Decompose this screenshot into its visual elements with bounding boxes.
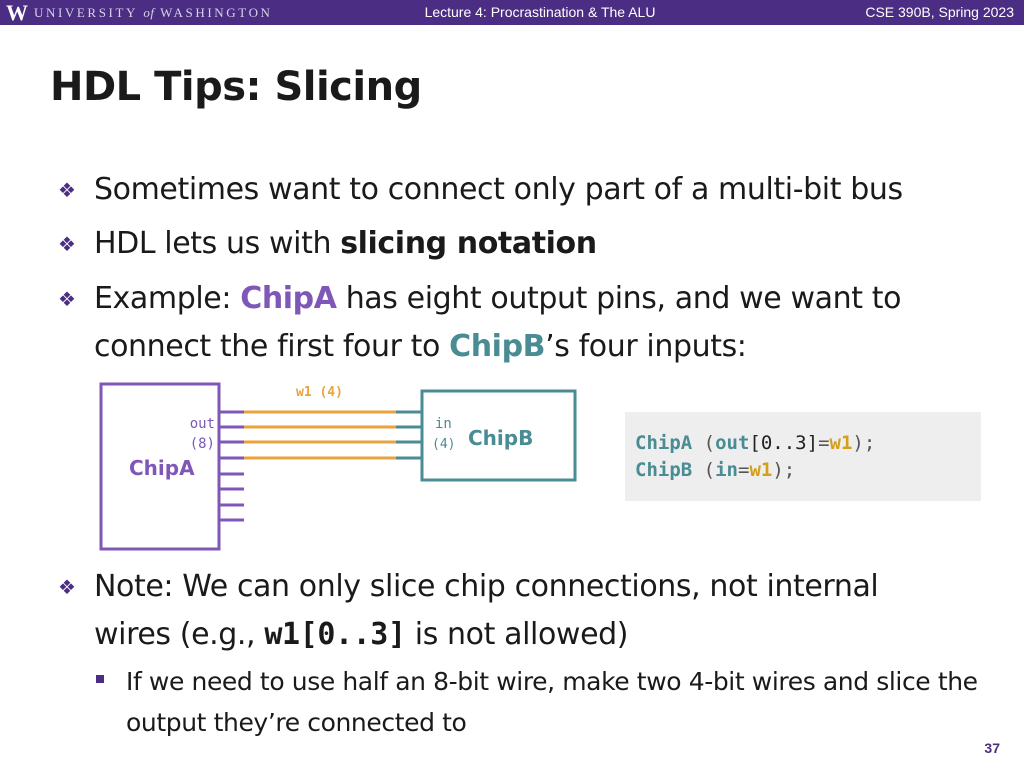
bullet-4: ❖ Note: We can only slice chip connectio… [58,563,958,659]
code-equals: = [737,459,750,481]
sub-bullet-text: If we need to use half an 8-bit wire, ma… [126,667,978,737]
code-in-pin: in [715,459,738,481]
chipb-pin-name: in [435,416,452,432]
wire-label: w1 (4) [296,385,343,400]
wordmark-of: of [143,5,155,20]
diamond-bullet-icon: ❖ [58,232,76,256]
lecture-title: Lecture 4: Procrastination & The ALU [424,4,656,20]
bullet-3-mid: has eight output pins, and we want to co… [94,281,902,364]
chipb-input-pins [396,410,422,460]
chipb-box [420,389,577,482]
bullet-2-pre: HDL lets us with [94,226,341,261]
code-slice: [0..3] [749,432,819,454]
chipa-pin-width: (8) [190,436,215,452]
chip-wiring-diagram: w1 (4) out (8) ChipA in (4) ChipB [99,382,577,551]
bullet-3-post: ’s four inputs: [545,329,747,364]
slicing-notation-term: slicing notation [340,226,597,261]
chipb-term: ChipB [449,329,546,364]
header-bar: W UNIVERSITY of WASHINGTON Lecture 4: Pr… [0,0,1024,25]
wordmark-washington: WASHINGTON [160,5,273,20]
bullet-3: ❖ Example: ChipA has eight output pins, … [58,275,938,371]
code-close: ); [852,432,876,454]
chipa-pin-name: out [190,416,215,432]
chipa-output-pins [219,410,244,522]
bullet-1-text: Sometimes want to connect only part of a… [94,172,903,207]
bullet-3-pre: Example: [94,281,241,316]
wire-w1 [244,410,396,460]
page-number: 37 [984,740,1000,756]
sub-bullet: If we need to use half an 8-bit wire, ma… [96,661,996,743]
diamond-bullet-icon: ❖ [58,178,76,202]
diamond-bullet-icon: ❖ [58,287,76,311]
square-bullet-icon [96,675,104,683]
bullet-4-text: Note: We can only slice chip connections… [94,563,958,659]
bullet-4-pre: Note: We can only slice chip connections… [94,569,879,652]
bullet-1: ❖ Sometimes want to connect only part of… [58,166,978,214]
bullet-4-post: is not allowed) [405,617,629,652]
code-wire: w1 [749,459,773,481]
chipa-term: ChipA [240,281,337,316]
chipb-label: ChipB [468,426,533,450]
code-open-paren: ( [692,432,716,454]
code-out-pin: out [715,432,750,454]
code-line-chipb: ChipB (in=w1); [635,459,795,481]
code-wire: w1 [829,432,853,454]
bullet-3-text: Example: ChipA has eight output pins, an… [94,275,938,371]
code-open-paren: ( [692,459,716,481]
bullet-4-code: w1[0..3] [264,617,406,652]
uw-wordmark: UNIVERSITY of WASHINGTON [34,0,273,25]
code-close: ); [772,459,796,481]
uw-logo-icon: W [6,0,28,25]
course-title: CSE 390B, Spring 2023 [865,4,1014,20]
code-chipa-name: ChipA [635,432,693,454]
code-line-chipa: ChipA (out[0..3]=w1); [635,432,875,454]
hdl-code-box: ChipA (out[0..3]=w1); ChipB (in=w1); [625,412,981,501]
bullet-2: ❖ HDL lets us with slicing notation [58,220,978,268]
code-equals: = [818,432,830,454]
bullet-2-text: HDL lets us with slicing notation [94,220,978,268]
chipa-label: ChipA [129,456,195,480]
chipb-pin-width: (4) [432,437,455,452]
code-chipb-name: ChipB [635,459,693,481]
wordmark-university: UNIVERSITY [34,5,138,20]
slide-title: HDL Tips: Slicing [50,64,422,110]
diamond-bullet-icon: ❖ [58,575,76,599]
chipa-box [99,382,221,551]
